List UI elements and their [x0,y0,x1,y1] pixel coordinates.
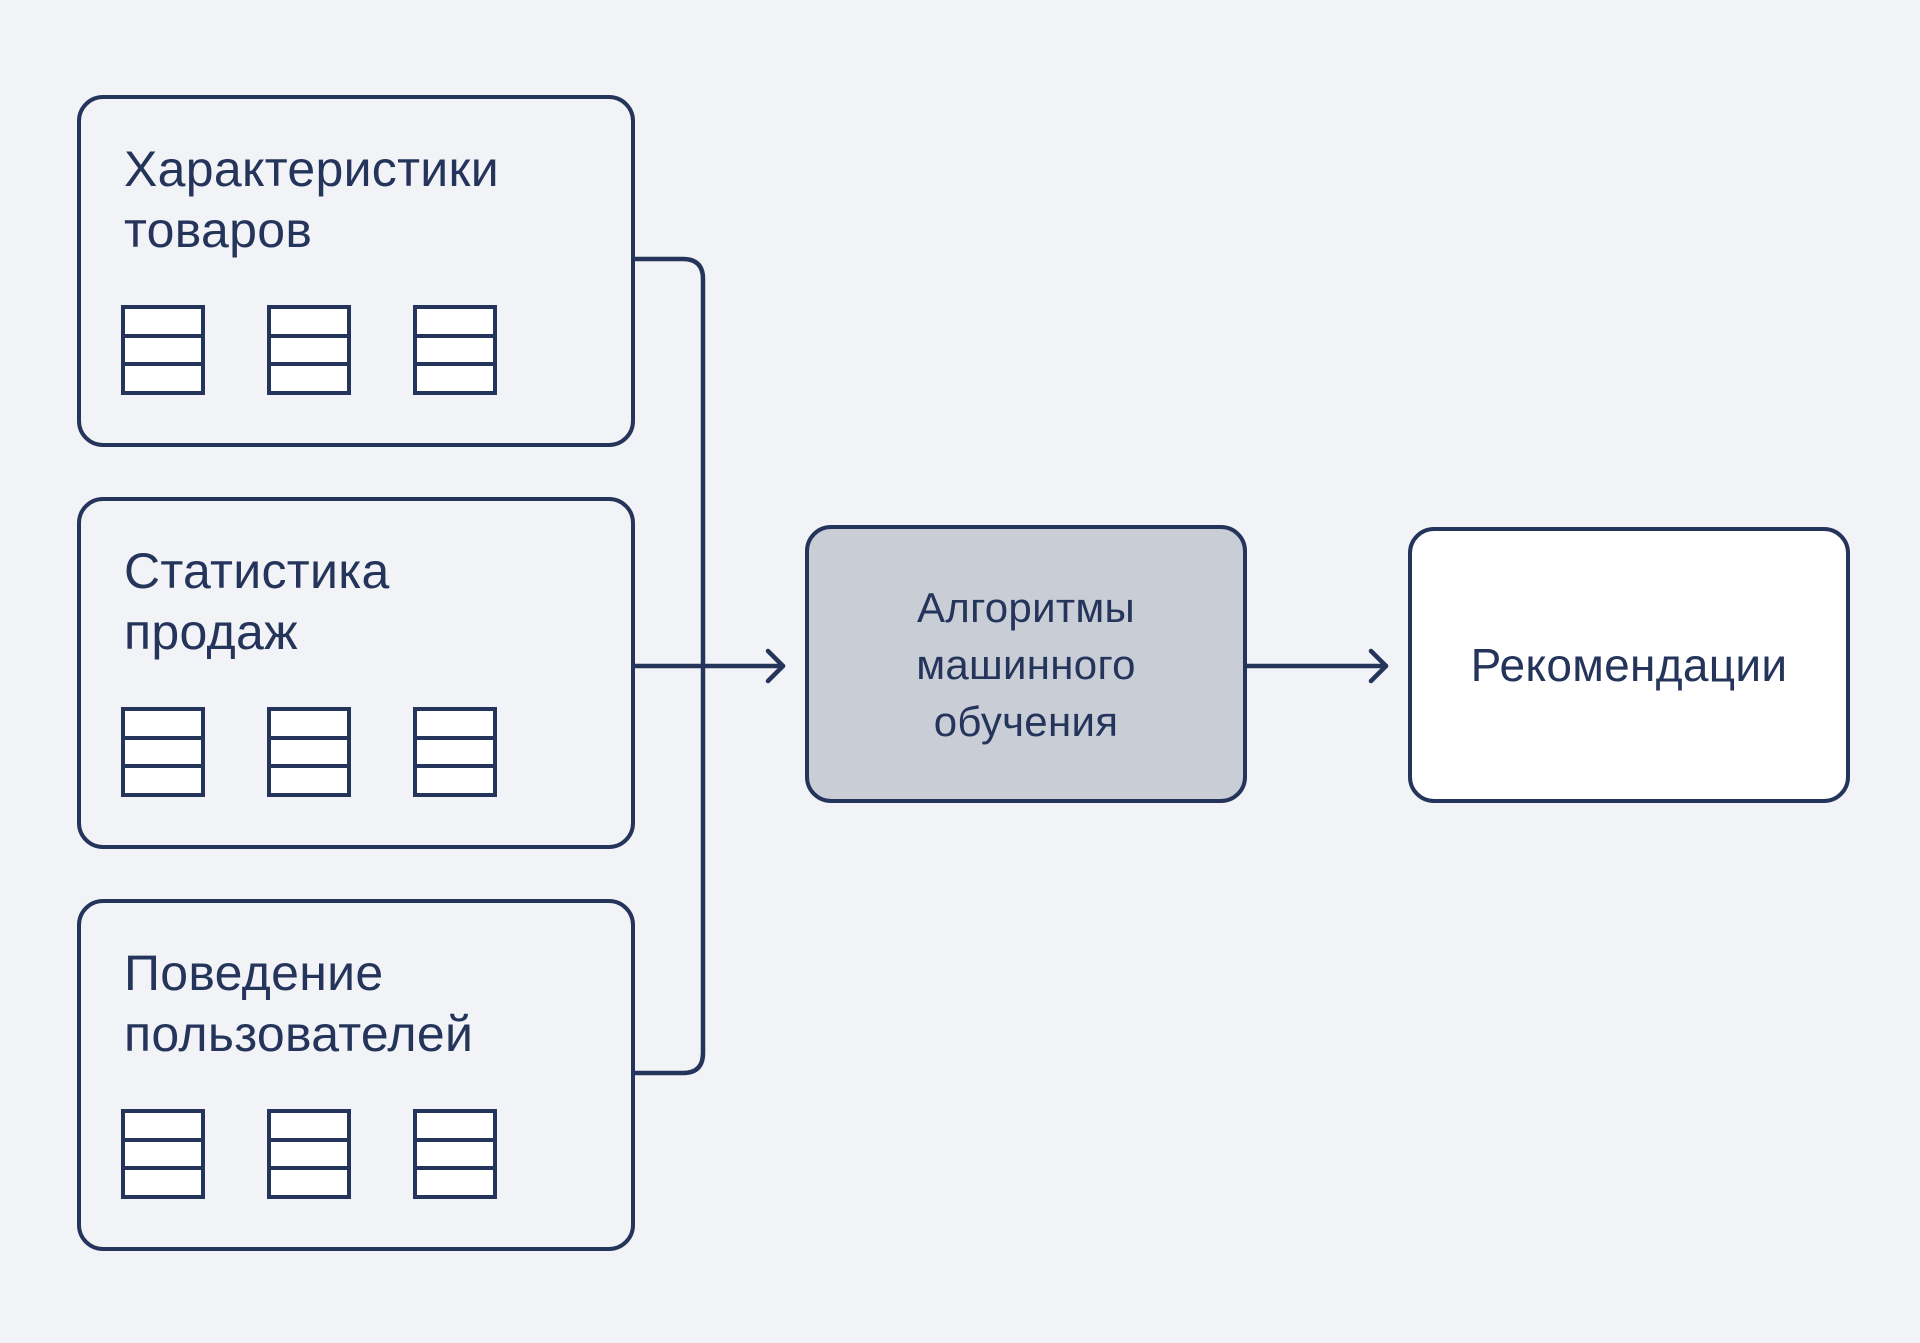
table-icon-row [271,711,347,736]
table-icon-row [125,362,201,391]
table-icon [121,1109,205,1199]
input-card-title: Статистика продаж [124,543,390,660]
table-icon [267,707,351,797]
table-icon-row [271,1166,347,1195]
input-card-sales-statistics: Статистика продаж [77,497,635,849]
table-icon [413,1109,497,1199]
table-icons-row [121,1109,497,1199]
input-card-user-behavior: Поведение пользователей [77,899,635,1251]
arrowhead-inputs-to-process-icon [765,648,786,684]
input-card-product-characteristics: Характеристики товаров [77,95,635,447]
table-icon-row [271,764,347,793]
table-icon [267,1109,351,1199]
input-card-title: Характеристики товаров [124,141,499,258]
output-card-label: Рекомендации [1470,639,1788,691]
table-icon-row [271,309,347,334]
process-card-label: Алгоритмы машинного обучения [916,583,1136,745]
table-icon [413,305,497,395]
table-icon-row [271,735,347,765]
table-icon [413,707,497,797]
table-icon-row [417,1166,493,1195]
table-icon [121,707,205,797]
table-icon [121,305,205,395]
table-icon-row [125,333,201,363]
table-icon-row [417,735,493,765]
table-icon-row [271,362,347,391]
table-icon-row [125,764,201,793]
table-icon-row [417,1113,493,1138]
table-icon-row [125,735,201,765]
process-card-ml-algorithms: Алгоритмы машинного обучения [805,525,1247,803]
output-card-recommendations: Рекомендации [1408,527,1850,803]
table-icon-row [417,309,493,334]
table-icon-row [125,711,201,736]
table-icon-row [271,1137,347,1167]
table-icon-row [417,711,493,736]
table-icon-row [125,1137,201,1167]
table-icon-row [417,333,493,363]
table-icon [267,305,351,395]
table-icon-row [271,333,347,363]
arrowhead-process-to-output-icon [1368,648,1389,684]
table-icon-row [125,309,201,334]
table-icon-row [271,1113,347,1138]
table-icon-row [417,362,493,391]
input-card-title: Поведение пользователей [124,945,474,1062]
table-icon-row [417,1137,493,1167]
table-icons-row [121,305,497,395]
table-icon-row [125,1113,201,1138]
table-icon-row [125,1166,201,1195]
table-icons-row [121,707,497,797]
table-icon-row [417,764,493,793]
